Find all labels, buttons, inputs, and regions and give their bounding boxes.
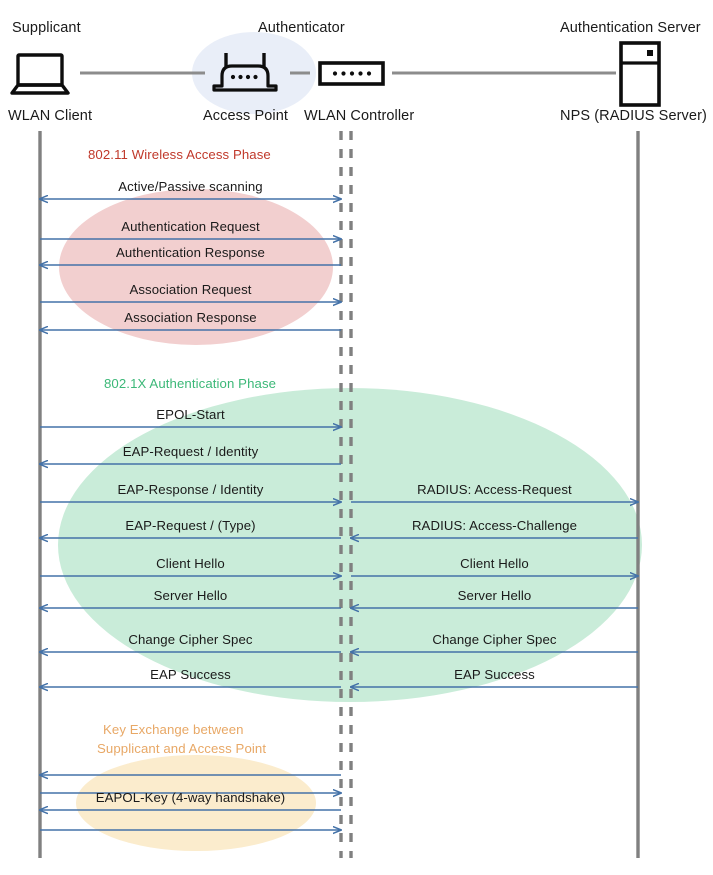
phase-label-key-exchange-line1: Key Exchange between xyxy=(103,722,244,737)
node-label-access-point: Access Point xyxy=(203,108,289,124)
message-label-eap-request-identity: EAP-Request / Identity xyxy=(122,444,259,459)
role-label-authenticator: Authenticator xyxy=(258,20,345,36)
access-point-icon xyxy=(212,53,278,92)
authenticator-group-ellipse xyxy=(192,32,316,114)
role-label-authentication-server: Authentication Server xyxy=(560,20,701,36)
message-label-client-hello-left: Client Hello xyxy=(156,556,225,571)
message-label-eapol-start: EPOL-Start xyxy=(156,407,225,422)
node-label-nps-radius-server: NPS (RADIUS Server) xyxy=(560,108,707,124)
message-label-change-cipher-spec-right: Change Cipher Spec xyxy=(432,632,557,647)
message-label-eap-response-identity: EAP-Response / Identity xyxy=(117,482,264,497)
message-label-active-passive-scanning: Active/Passive scanning xyxy=(118,179,263,194)
message-label-eapol-key-3: EAPOL-Key (4-way handshake) xyxy=(95,790,286,805)
node-label-wlan-controller: WLAN Controller xyxy=(304,108,415,124)
message-label-eap-request-type: EAP-Request / (Type) xyxy=(125,518,256,533)
node-label-wlan-client: WLAN Client xyxy=(8,108,93,124)
message-label-authentication-response: Authentication Response xyxy=(116,245,265,260)
phase-label-key-exchange-line2: Supplicant and Access Point xyxy=(97,741,267,756)
phase-label-dot1x-authentication: 802.1X Authentication Phase xyxy=(104,376,277,391)
message-label-association-response: Association Response xyxy=(124,310,257,325)
message-label-server-hello-right: Server Hello xyxy=(457,588,532,603)
switch-icon xyxy=(318,61,385,86)
role-label-supplicant: Supplicant xyxy=(12,20,81,36)
message-label-eap-success-right: EAP Success xyxy=(454,667,535,682)
laptop-icon xyxy=(10,53,70,95)
message-label-authentication-request: Authentication Request xyxy=(121,219,260,234)
message-label-association-request: Association Request xyxy=(129,282,252,297)
server-icon xyxy=(619,41,661,107)
message-label-server-hello-left: Server Hello xyxy=(153,588,228,603)
key-exchange-phase-ellipse xyxy=(76,755,316,851)
message-arrows xyxy=(40,199,638,830)
message-label-client-hello-right: Client Hello xyxy=(460,556,529,571)
message-label-eap-success-left: EAP Success xyxy=(150,667,231,682)
message-label-radius-access-challenge: RADIUS: Access-Challenge xyxy=(411,518,578,533)
phase-label-wireless-access: 802.11 Wireless Access Phase xyxy=(88,147,271,162)
message-label-radius-access-request: RADIUS: Access-Request xyxy=(417,482,572,497)
message-label-change-cipher-spec-left: Change Cipher Spec xyxy=(128,632,253,647)
wireless-phase-ellipse xyxy=(59,189,333,345)
